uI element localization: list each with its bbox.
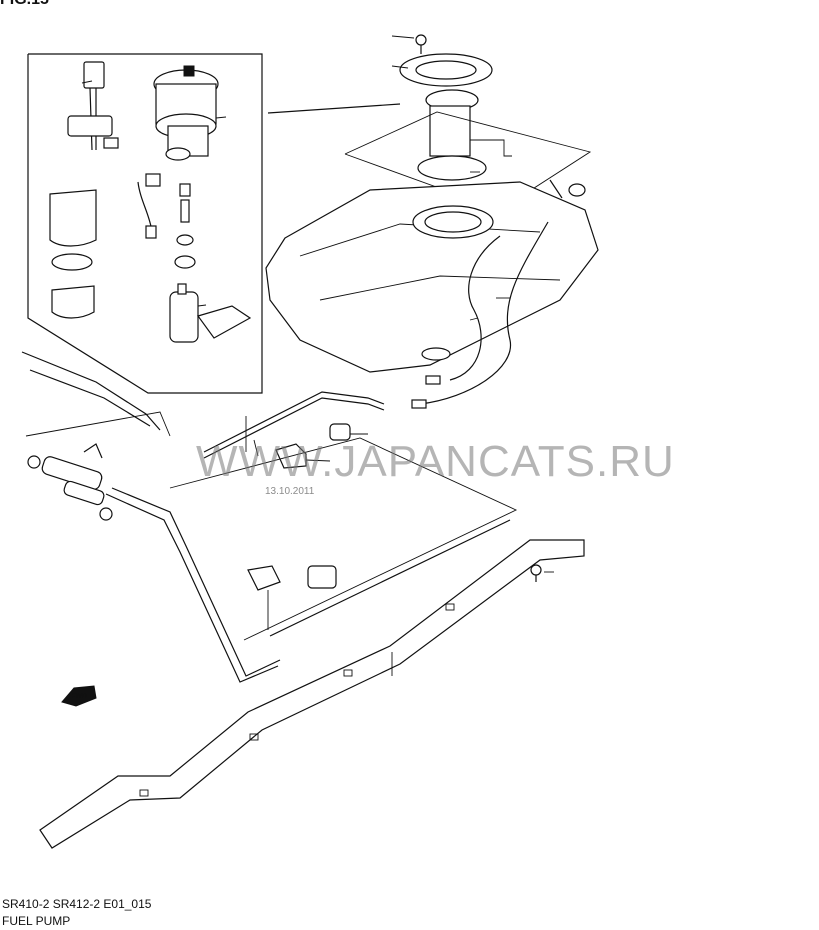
- part-14-pipe-protector[interactable]: [39, 539, 585, 849]
- watermark-text: WWW.JAPANCATS.RU: [196, 437, 675, 486]
- pump-filter-stack: [174, 183, 196, 269]
- figure-title: FIG.15: [0, 0, 49, 9]
- part-20-clip[interactable]: [83, 443, 103, 459]
- part-7-screw[interactable]: [415, 34, 427, 54]
- part-22-grommet[interactable]: [329, 423, 351, 441]
- part-21-clamp[interactable]: [307, 565, 337, 589]
- model-line: SR410-2 SR412-2 E01_015: [2, 897, 152, 911]
- leader-lines: [81, 35, 554, 676]
- fuel-tank: [265, 179, 599, 373]
- pump-reservoir-cup: [49, 189, 97, 319]
- part-3-fuel-pump-assembly[interactable]: [153, 65, 219, 161]
- part-4-fuel-level-gauge[interactable]: [67, 61, 119, 151]
- part-1-pump-module-in-tank[interactable]: [417, 89, 487, 181]
- part-17-fuel-filter-hoses[interactable]: [27, 455, 113, 521]
- page-footer: SR410-2 SR412-2 E01_015 FUEL PUMP: [2, 896, 151, 930]
- watermark-date: 13.10.2011: [265, 486, 315, 497]
- pump-wiring-harness: [137, 173, 161, 239]
- part-9-fuel-pipe[interactable]: [203, 391, 385, 459]
- main-feed-pipe: [105, 487, 511, 683]
- part-15-bolt[interactable]: [530, 564, 542, 582]
- pump-subparts-inset: [27, 53, 401, 394]
- fwd-label: FWD: [71, 693, 87, 700]
- part-10-11-vent-hoses[interactable]: [411, 221, 549, 409]
- part-2-fuel-pump-motor[interactable]: [169, 283, 252, 343]
- breather-pipe-cluster: [21, 351, 171, 437]
- fwd-direction-arrow: FWD: [61, 685, 97, 707]
- part-12-clamp[interactable]: [247, 565, 281, 630]
- pipe-section-plane: [169, 437, 518, 641]
- part-6-retaining-ring[interactable]: [399, 53, 493, 87]
- section-title: FUEL PUMP: [2, 914, 71, 928]
